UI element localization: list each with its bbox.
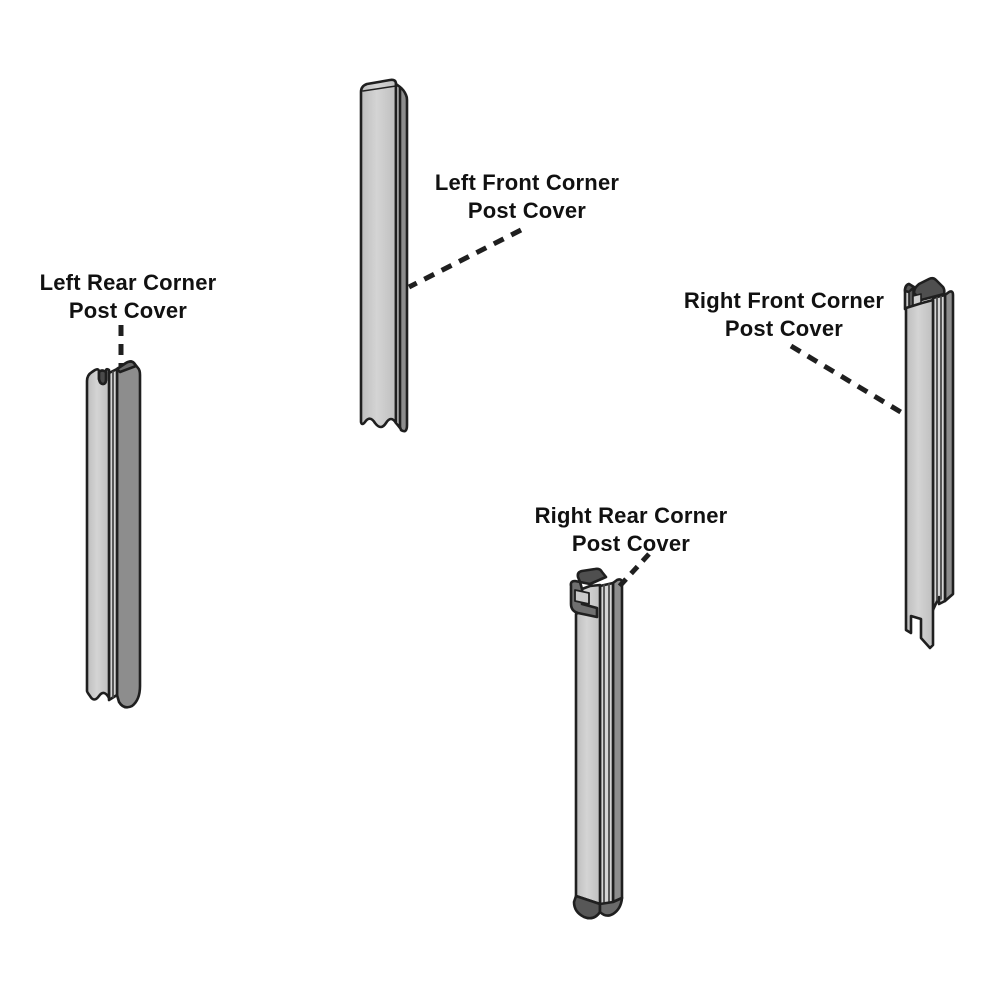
label-line: Post Cover: [724, 316, 844, 341]
post-face-dark: [398, 85, 409, 433]
post-top-cap: [115, 360, 138, 374]
post-hook-notch: [574, 589, 590, 605]
post-foot: [572, 894, 602, 920]
label-line: Left Rear Corner: [39, 270, 217, 295]
left-rear-post-graphic: [85, 360, 142, 709]
post-face-light: [359, 78, 398, 429]
label-left-rear-post-cover: Left Rear Corner Post Cover: [18, 269, 238, 325]
left-front-post-graphic: [359, 78, 409, 433]
post-groove: [931, 293, 947, 612]
label-left-front-post-cover: Left Front Corner Post Cover: [417, 169, 637, 225]
post-groove: [598, 581, 615, 908]
label-line: Post Cover: [68, 298, 188, 323]
right-rear-post-graphic: [569, 567, 624, 920]
label-line: Post Cover: [571, 531, 691, 556]
post-foot: [598, 896, 624, 917]
right-front-post-graphic: [903, 276, 955, 650]
post-face-light: [574, 583, 602, 906]
leader-line-right-front: [789, 343, 906, 417]
post-face-dark: [611, 578, 624, 904]
post-top-bevel: [362, 85, 397, 92]
post-face-dark: [943, 290, 955, 603]
label-line: Left Front Corner: [434, 170, 620, 195]
leader-line-left-front: [407, 227, 523, 290]
label-line: Post Cover: [467, 198, 587, 223]
label-line: Right Front Corner: [683, 288, 885, 313]
post-face-light: [85, 367, 111, 701]
post-face-light: [904, 298, 935, 650]
label-right-rear-post-cover: Right Rear Corner Post Cover: [519, 502, 743, 558]
label-line: Right Rear Corner: [534, 503, 728, 528]
post-top-notch: [97, 369, 108, 386]
post-face-dark: [115, 360, 142, 709]
post-flange-cap: [903, 282, 916, 294]
label-right-front-post-cover: Right Front Corner Post Cover: [672, 287, 896, 343]
leader-line-right-rear: [615, 552, 651, 591]
post-top-cap: [576, 567, 608, 586]
